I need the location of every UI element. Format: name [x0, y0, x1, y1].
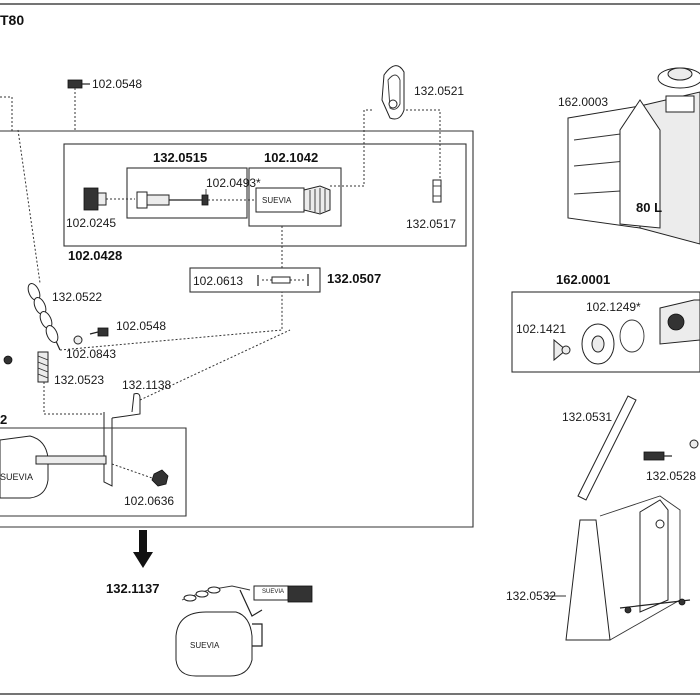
sub-assembly-b-label: 102.1042 — [264, 150, 318, 165]
main-group-box — [0, 130, 474, 528]
float-brand-label: SUEVIA — [0, 472, 33, 482]
stand-bolt-label: 132.0528 — [646, 469, 696, 483]
tank-label: 162.0003 — [558, 95, 608, 109]
pin-kit-part-label: 102.0613 — [193, 274, 243, 288]
cap-kit-box — [511, 291, 700, 373]
valve-group-label: 102.0428 — [68, 248, 122, 263]
chain-label: 132.0522 — [52, 290, 102, 304]
float-part — [0, 435, 107, 499]
tank-part — [567, 67, 700, 245]
down-arrow-icon — [133, 530, 153, 568]
clip-label: 132.0517 — [406, 217, 456, 231]
washer-label: 102.0843 — [66, 347, 116, 361]
cap-kit-part-b-label: 102.1249* — [586, 300, 641, 314]
valve-brand-label: SUEVIA — [262, 196, 292, 205]
o-ring-part — [619, 319, 645, 353]
replacement-label: 132.1137 — [106, 581, 160, 596]
hook-part — [381, 65, 405, 120]
float-group-box — [0, 427, 187, 517]
clip-part — [432, 179, 442, 203]
cap-kit-label: 162.0001 — [556, 272, 610, 287]
washer-part — [73, 335, 83, 345]
linkage-screw-part — [89, 327, 109, 337]
rod-label: 132.1138 — [122, 378, 171, 392]
bolt-part — [643, 439, 699, 461]
valve-body-part — [255, 185, 331, 215]
strap-part — [577, 395, 637, 501]
left-nut-part — [83, 187, 107, 211]
wing-nut-part — [553, 338, 571, 362]
spring-part — [3, 351, 49, 383]
tank-volume-label: 80 L — [636, 200, 662, 215]
cap-flange-part — [659, 299, 700, 345]
stand-frame-label: 132.0532 — [506, 589, 556, 603]
pin-kit-box — [189, 267, 321, 293]
replacement-valve-tag: SUEVIA — [262, 589, 284, 595]
float-group-label: 2 — [0, 412, 7, 427]
top-screw-part — [67, 79, 90, 89]
replacement-assembly — [175, 585, 313, 677]
cap-kit-part-a-label: 102.1421 — [516, 322, 566, 336]
nut-label: 102.0636 — [124, 494, 174, 508]
replacement-brand-label: SUEVIA — [190, 641, 220, 650]
linkage-screw-label: 102.0548 — [116, 319, 166, 333]
valve-assembly-box — [63, 143, 467, 247]
sub-assembly-a-label: 132.0515 — [153, 150, 207, 165]
sub-assembly-a-box — [126, 167, 248, 219]
rod-part — [103, 393, 141, 487]
stand-frame-part — [565, 495, 691, 641]
pin-kit-group-label: 132.0507 — [327, 271, 381, 286]
hook-label: 132.0521 — [414, 84, 464, 98]
chain-part — [27, 283, 61, 351]
sub-assembly-b-box — [248, 167, 342, 227]
stand-strap-label: 132.0531 — [562, 410, 612, 424]
nut-part — [151, 469, 169, 487]
top-screw-label: 102.0548 — [92, 77, 142, 91]
pin-label: 102.0493* — [206, 176, 261, 190]
spindle-part — [136, 191, 262, 209]
spring-label: 132.0523 — [54, 373, 104, 387]
diagram-title: T80 — [0, 12, 24, 28]
pin-part — [257, 274, 309, 286]
cap-part — [581, 323, 615, 365]
left-nut-label: 102.0245 — [66, 216, 116, 230]
